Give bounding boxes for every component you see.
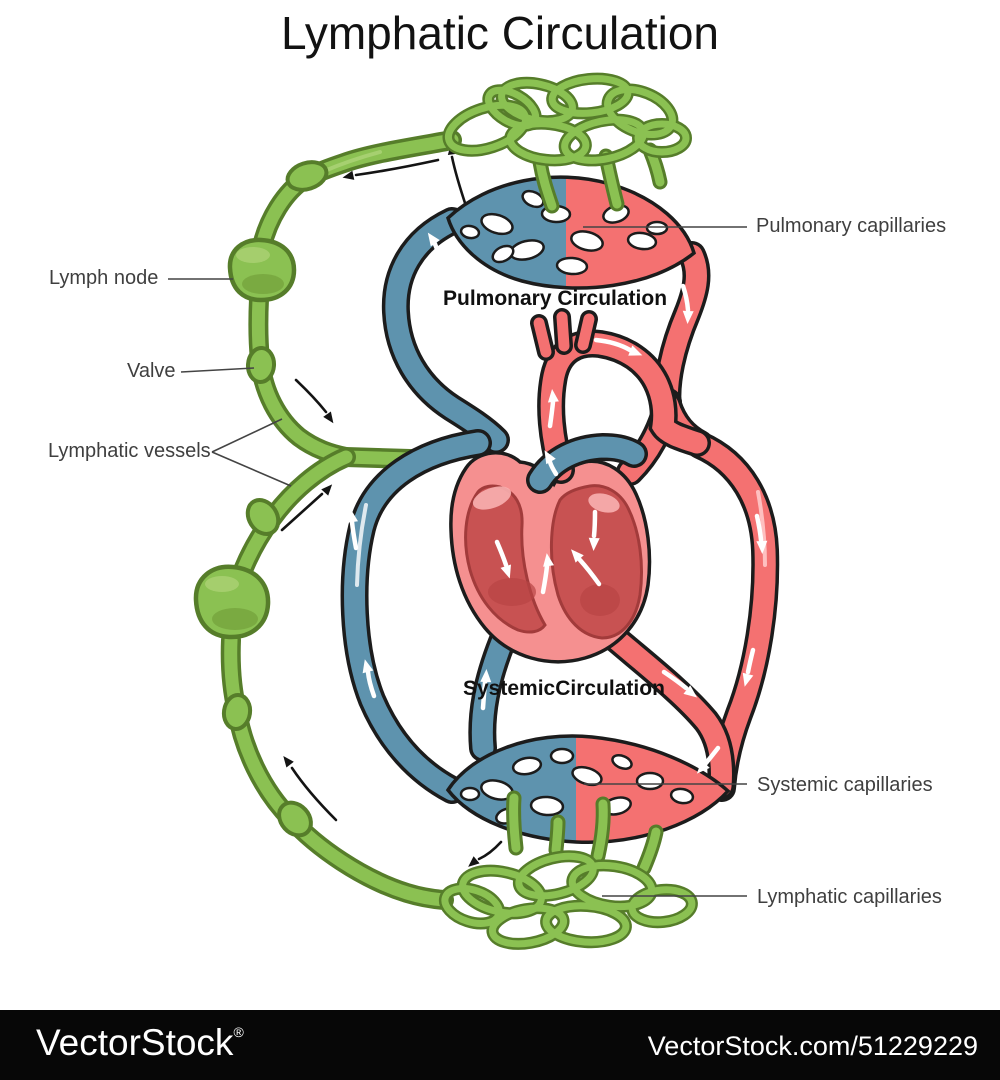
label-pulmonary-circulation: Pulmonary Circulation (443, 287, 668, 310)
vectorstock-logo: VectorStock® (36, 1022, 244, 1064)
registered-trademark-symbol: ® (233, 1024, 244, 1040)
page-title: Lymphatic Circulation (280, 7, 720, 59)
label-systemic-circulation: SystemicCirculation (463, 677, 665, 700)
lymph-flow-arrows (279, 142, 503, 871)
label-pulmonary-capillaries: Pulmonary capillaries (756, 215, 947, 237)
label-pointer-lines (168, 226, 747, 897)
blood-flow-arrows (345, 229, 768, 778)
watermark-bar (0, 1010, 1000, 1080)
lymphatic-vessel-circuit (193, 130, 462, 910)
lymphatic-valve (221, 160, 329, 838)
vectorstock-image-ref: VectorStock.com/51229229 (647, 1031, 978, 1061)
label-lymphatic-vessels: Lymphatic vessels (48, 440, 211, 462)
lymphatic-circulation-diagram (168, 72, 780, 950)
label-systemic-capillaries: Systemic capillaries (757, 774, 933, 796)
systemic-capillaries-mesh (445, 734, 731, 845)
lymphatic-capillaries-bottom-mesh (438, 790, 698, 950)
pulmonary-capillaries-mesh (446, 175, 697, 290)
lymphatic-capillaries-top-mesh (442, 72, 692, 214)
vectorstock-logo-text: VectorStock (36, 1022, 234, 1063)
lymph-node-shape (193, 237, 297, 640)
label-lymphatic-capillaries: Lymphatic capillaries (757, 886, 942, 908)
label-valve: Valve (127, 360, 176, 382)
label-lymph-node: Lymph node (49, 267, 159, 289)
